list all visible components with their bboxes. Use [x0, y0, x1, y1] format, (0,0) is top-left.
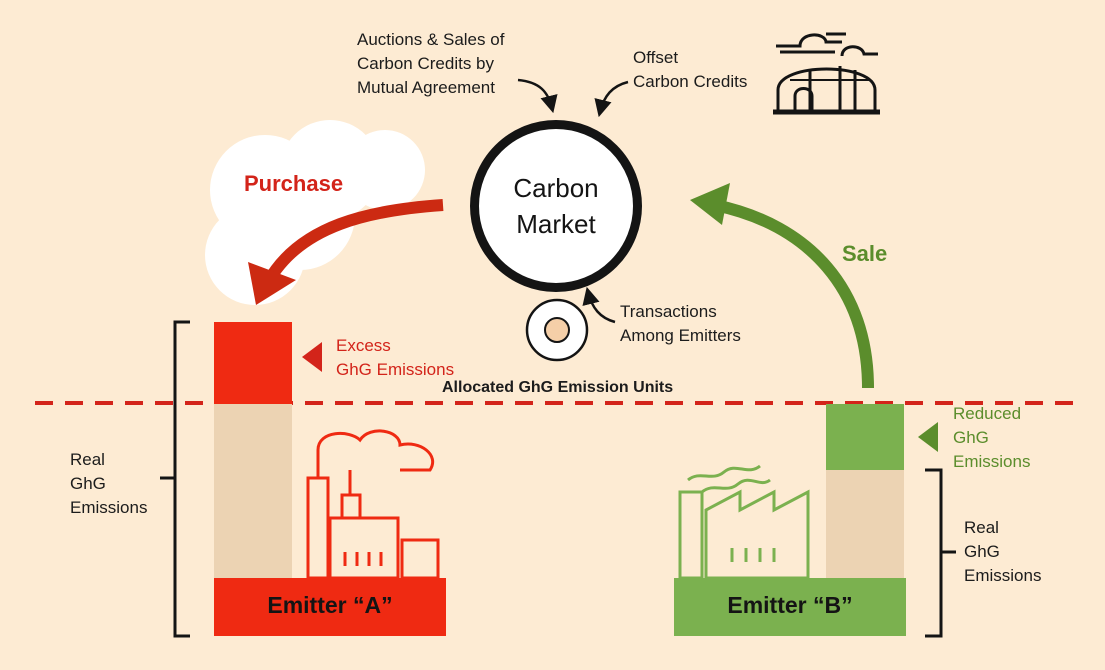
- transactions-label: Transactions Among Emitters: [620, 302, 741, 345]
- coin-icon: [525, 298, 589, 362]
- real-emissions-block-b: [826, 470, 904, 580]
- offset-arrow: [594, 80, 629, 118]
- emitter-a-base: [214, 578, 446, 636]
- allocated-label: Allocated GhG Emission Units: [442, 379, 674, 396]
- bracket-right: [925, 468, 943, 638]
- carbon-market-circle: Carbon Market: [470, 120, 642, 292]
- reduced-label: Reduced GhG Emissions: [953, 404, 1031, 471]
- real-emissions-block-a: [214, 404, 292, 580]
- greenhouse-icon: [773, 32, 880, 115]
- factory-icon: [678, 464, 810, 580]
- purchase-arrow: [262, 199, 444, 286]
- bracket-left: [173, 320, 190, 638]
- auctions-label: Auctions & Sales of Carbon Credits by Mu…: [357, 30, 505, 97]
- emitter-b-base: [674, 578, 906, 636]
- offset-label: Offset Carbon Credits: [633, 48, 748, 91]
- purchase-label: Purchase: [244, 171, 344, 196]
- reduced-pointer: [918, 422, 938, 452]
- excess-pointer: [302, 342, 322, 372]
- cloud-shape: [205, 120, 425, 305]
- emitter-b-label: Emitter “B”: [727, 592, 853, 618]
- reduced-block: [826, 404, 904, 470]
- sale-arrow: [713, 199, 874, 389]
- emitter-a-label: Emitter “A”: [267, 592, 393, 618]
- transactions-arrow: [582, 286, 616, 324]
- real-emissions-label-b: Real GhG Emissions: [964, 518, 1042, 585]
- auctions-arrow: [517, 78, 558, 114]
- real-emissions-label-a: Real GhG Emissions: [70, 450, 148, 517]
- excess-block: [214, 322, 292, 404]
- excess-label: Excess GhG Emissions: [336, 336, 455, 379]
- sale-label: Sale: [842, 241, 888, 266]
- factory-icon: [306, 429, 440, 580]
